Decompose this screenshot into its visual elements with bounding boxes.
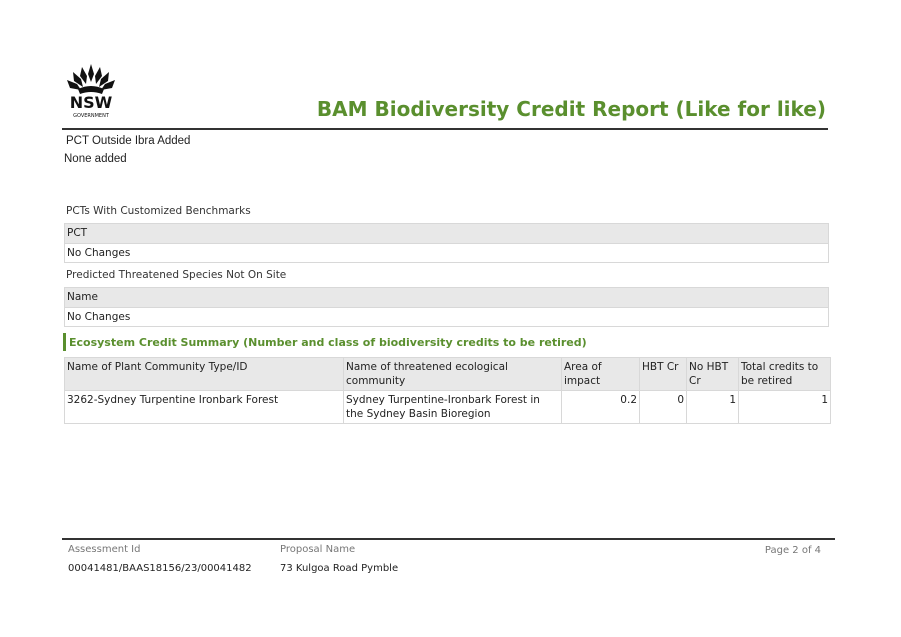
customized-benchmarks-table: PCT No Changes (64, 223, 829, 263)
assessment-id-value: 00041481/BAAS18156/23/00041482 (68, 563, 252, 574)
predicted-species-value: No Changes (67, 311, 131, 323)
svg-text:NSW: NSW (70, 93, 113, 112)
col-header-plant-community: Name of Plant Community Type/ID (64, 357, 344, 391)
ecosystem-credit-table: Name of Plant Community Type/ID Name of … (64, 357, 831, 424)
assessment-id-label: Assessment Id (68, 544, 141, 555)
ecosystem-credit-summary-title: Ecosystem Credit Summary (Number and cla… (63, 333, 587, 351)
predicted-species-title: Predicted Threatened Species Not On Site (66, 269, 287, 281)
report-title: BAM Biodiversity Credit Report (Like for… (316, 97, 826, 121)
table-header-row: Name of Plant Community Type/ID Name of … (64, 357, 831, 391)
col-header-no-hbt-cr: No HBT Cr (686, 357, 739, 391)
predicted-species-header: Name (65, 288, 828, 308)
pct-outside-ibra-value: None added (64, 153, 127, 165)
predicted-species-table: Name No Changes (64, 287, 829, 327)
col-header-threatened-community: Name of threatened ecological community (343, 357, 562, 391)
proposal-name-label: Proposal Name (280, 544, 356, 555)
page-number: Page 2 of 4 (764, 545, 821, 556)
customized-benchmarks-value: No Changes (67, 247, 131, 259)
col-header-area-of-impact: Area of impact (561, 357, 640, 391)
cell-total-credits: 1 (738, 390, 831, 424)
nsw-government-logo: NSW GOVERNMENT (62, 62, 120, 120)
col-header-hbt-cr: HBT Cr (639, 357, 687, 391)
cell-plant-community: 3262-Sydney Turpentine Ironbark Forest (64, 390, 344, 424)
footer-divider (62, 538, 835, 540)
cell-threatened-community: Sydney Turpentine-Ironbark Forest in the… (343, 390, 562, 424)
cell-hbt-cr: 0 (639, 390, 687, 424)
svg-text:GOVERNMENT: GOVERNMENT (73, 113, 110, 119)
header-divider (62, 128, 828, 130)
table-row: 3262-Sydney Turpentine Ironbark Forest S… (64, 390, 831, 424)
cell-no-hbt-cr: 1 (686, 390, 739, 424)
customized-benchmarks-title: PCTs With Customized Benchmarks (66, 205, 251, 217)
cell-area-of-impact: 0.2 (561, 390, 640, 424)
customized-benchmarks-header: PCT (65, 224, 828, 244)
waratah-icon: NSW GOVERNMENT (67, 64, 115, 119)
col-header-total-credits: Total credits to be retired (738, 357, 831, 391)
proposal-name-value: 73 Kulgoa Road Pymble (280, 563, 399, 574)
pct-outside-ibra-title: PCT Outside Ibra Added (66, 135, 191, 147)
